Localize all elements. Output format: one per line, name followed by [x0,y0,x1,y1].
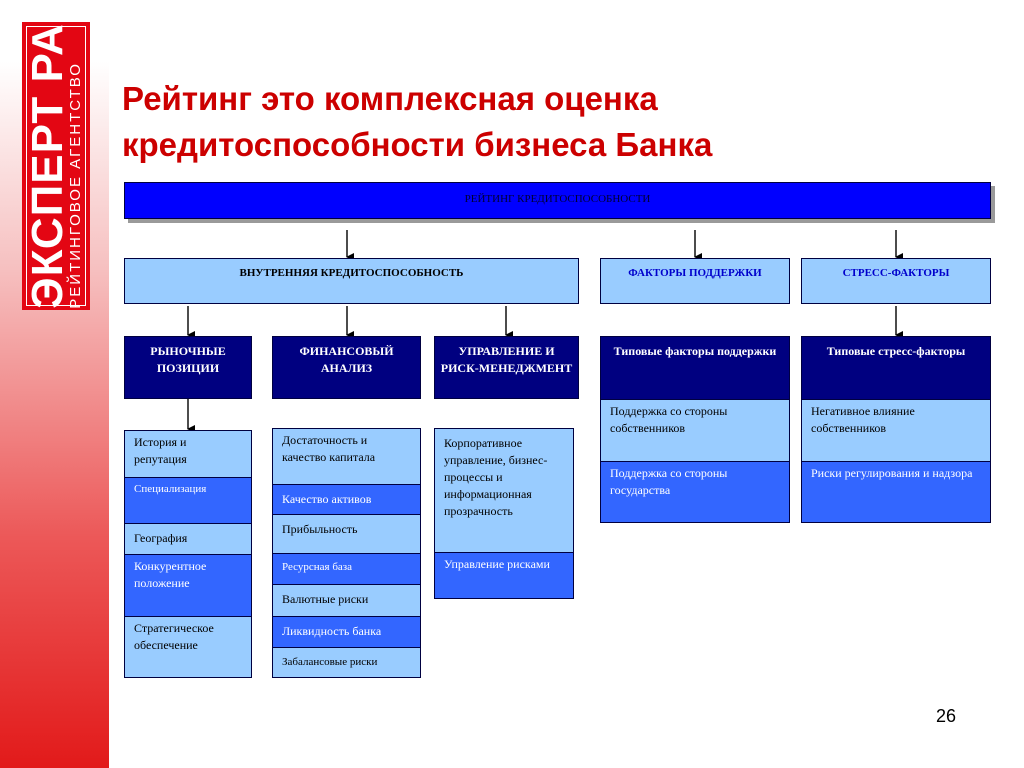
management-list: Корпоративное управление, бизнес-процесс… [434,428,574,599]
market-item: География [125,524,251,555]
market-positions-header: РЫНОЧНЫЕ ПОЗИЦИИ [124,336,252,399]
logo: ЭКСПЕРТ РА РЕЙТИНГОВОЕ АГЕНТСТВО [22,22,90,310]
finance-item: Достаточность и качество капитала [273,429,420,485]
logo-sub-text: РЕЙТИНГОВОЕ АГЕНТСТВО [67,62,84,309]
logo-text: ЭКСПЕРТ РА РЕЙТИНГОВОЕ АГЕНТСТВО [23,23,84,309]
finance-item: Ликвидность банка [273,617,420,648]
management-item: Корпоративное управление, бизнес-процесс… [435,429,573,553]
support-factors-header: Типовые факторы поддержки [601,337,789,400]
slide-title: Рейтинг это комплексная оценка кредитосп… [122,76,982,168]
finance-item: Качество активов [273,485,420,515]
finance-item: Ресурсная база [273,554,420,585]
support-factors-box: ФАКТОРЫ ПОДДЕРЖКИ [600,258,790,304]
internal-creditworthiness-box: ВНУТРЕННЯЯ КРЕДИТОСПОСОБНОСТЬ [124,258,579,304]
market-item: Стратегическое обеспечение [125,617,251,677]
logo-frame [26,26,86,306]
stress-factors-panel: Типовые стресс-факторы Негативное влияни… [801,336,991,523]
right-panels: Типовые факторы поддержки Поддержка со с… [600,336,991,523]
financial-analysis-header: ФИНАНСОВЫЙ АНАЛИЗ [272,336,421,399]
stress-factor-item: Негативное влияние собственников [802,400,990,462]
finance-item: Прибыльность [273,515,420,554]
stress-factors-box: СТРЕСС-ФАКТОРЫ [801,258,991,304]
support-factors-panel: Типовые факторы поддержки Поддержка со с… [600,336,790,523]
market-item: История и репутация [125,431,251,478]
finance-item: Забалансовые риски [273,648,420,677]
support-factor-item: Поддержка со стороны государства [601,462,789,522]
management-header: УПРАВЛЕНИЕ И РИСК-МЕНЕДЖМЕНТ [434,336,579,399]
slide-title-line-1: Рейтинг это комплексная оценка [122,80,658,117]
financial-analysis-list: Достаточность и качество капитала Качест… [272,428,421,678]
credit-rating-bar: РЕЙТИНГ КРЕДИТОСПОСОБНОСТИ [124,182,991,219]
slide-title-line-2: кредитоспособности бизнеса Банка [122,126,713,163]
market-item: Конкурентное положение [125,555,251,617]
stress-factor-item: Риски регулирования и надзора [802,462,990,522]
finance-item: Валютные риски [273,585,420,617]
logo-main-text: ЭКСПЕРТ РА [23,23,72,309]
stress-factors-header: Типовые стресс-факторы [802,337,990,400]
page-number: 26 [936,706,957,726]
market-item: Специализация [125,478,251,524]
support-factor-item: Поддержка со стороны собственников [601,400,789,462]
management-item: Управление рисками [435,553,573,598]
market-positions-list: История и репутация Специализация Геогра… [124,430,252,678]
